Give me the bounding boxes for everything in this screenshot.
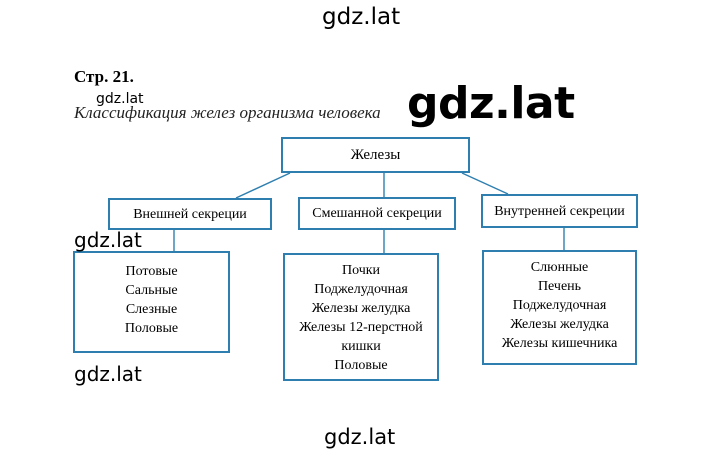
connector-root-internal: [461, 172, 509, 195]
diagram-title: Классификация желез организма человека: [74, 103, 381, 122]
watermark: gdz.lat: [74, 228, 142, 252]
list-item: Слюнные: [530, 260, 589, 275]
list-item: Сальные: [125, 283, 178, 298]
list-node-external-secretion: Потовые Сальные Слезные Половые: [73, 251, 230, 353]
category-label: Внутренней секреции: [494, 203, 625, 219]
watermark: gdz.lat: [407, 78, 575, 129]
category-label: Внешней секреции: [133, 206, 247, 222]
list-item: Железы желудка: [510, 317, 609, 332]
root-node-label: Железы: [350, 146, 401, 163]
list-item: Железы 12-перстной: [299, 320, 423, 335]
list-item: Почки: [341, 263, 381, 278]
list-item: Слезные: [125, 302, 178, 317]
list-node-mixed-secretion: Почки Поджелудочная Железы желудка Желез…: [283, 253, 439, 381]
list-item: Поджелудочная: [314, 282, 408, 297]
list-item: Железы кишечника: [501, 336, 618, 351]
list-item: Половые: [124, 321, 179, 336]
category-node-external-secretion: Внешней секреции: [108, 198, 272, 230]
list-item: Потовые: [125, 264, 178, 279]
list-item: Половые: [334, 358, 388, 373]
watermark: gdz.lat: [324, 425, 396, 449]
category-node-mixed-secretion: Смешанной секреции: [298, 197, 456, 230]
connector-root-external: [235, 172, 291, 199]
list-item: Поджелудочная: [512, 298, 607, 313]
watermark: gdz.lat: [322, 4, 401, 30]
list-item: Печень: [537, 279, 582, 294]
category-node-internal-secretion: Внутренней секреции: [481, 194, 638, 228]
category-label: Смешанной секреции: [312, 206, 442, 221]
list-item: кишки: [341, 339, 381, 354]
watermark: gdz.lat: [74, 362, 142, 386]
list-item: Железы желудка: [311, 301, 411, 316]
watermark: gdz.lat: [96, 91, 144, 107]
list-node-internal-secretion: Слюнные Печень Поджелудочная Железы желу…: [482, 250, 637, 365]
page-reference: Стр. 21.: [74, 67, 134, 86]
root-node-glands: Железы: [281, 137, 470, 173]
